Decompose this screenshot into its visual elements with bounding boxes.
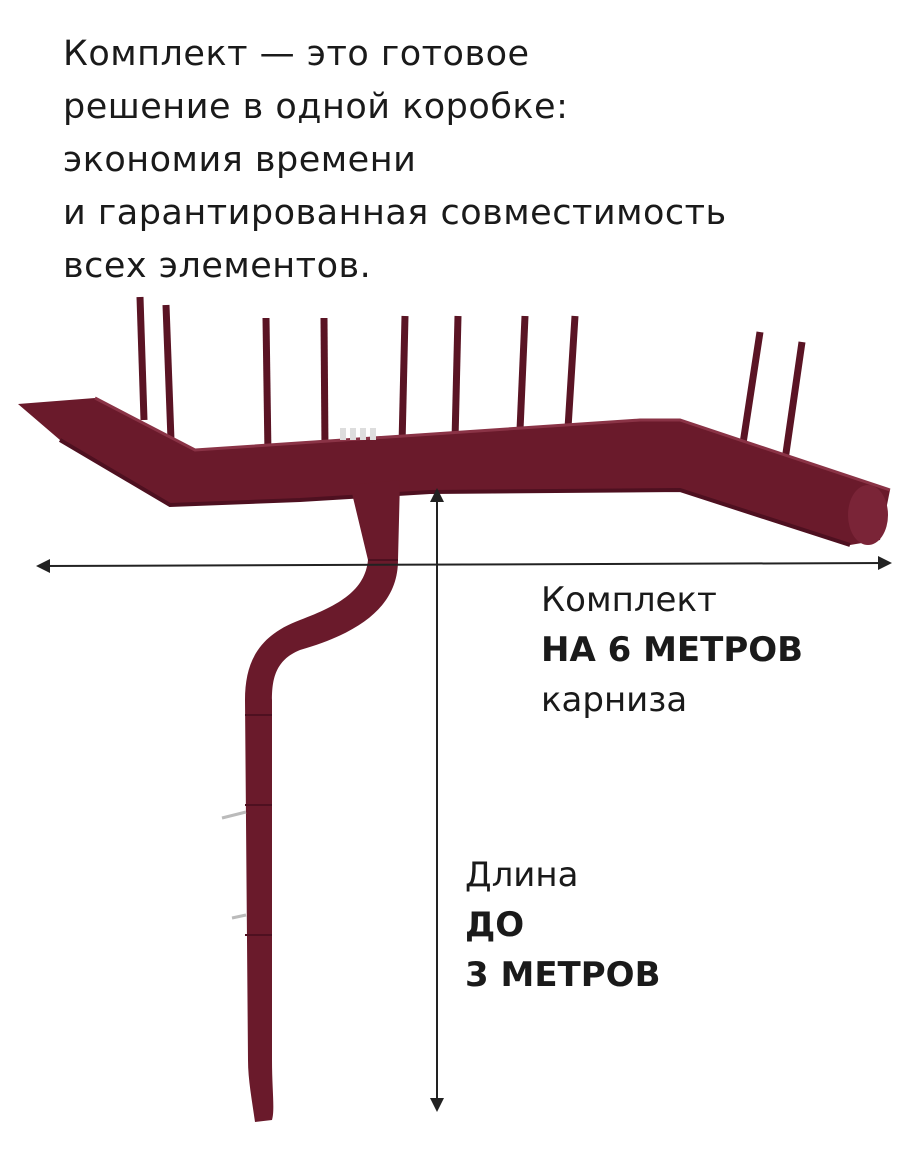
width-label-value: НА 6 МЕТРОВ [541, 630, 804, 670]
intro-text: Комплект — это готовое решение в одной к… [63, 28, 727, 293]
width-label: Комплект НА 6 МЕТРОВ карниза [541, 575, 803, 725]
width-arrow [36, 556, 892, 573]
downpipe [221, 480, 400, 1122]
length-label-value: 3 МЕТРОВ [465, 955, 661, 995]
length-label: Длина ДО 3 МЕТРОВ [465, 850, 660, 1000]
length-label-line1: Длина [465, 855, 579, 895]
intro-line: Комплект — это готовое [63, 34, 530, 74]
intro-line: экономия времени [63, 140, 417, 180]
intro-line: и гарантированная совместимость [63, 193, 727, 233]
intro-line: всех элементов. [63, 246, 372, 286]
width-label-line1: Комплект [541, 580, 717, 620]
gutter-brackets [136, 296, 806, 461]
length-label-line2: ДО [465, 905, 525, 945]
intro-line: решение в одной коробке: [63, 87, 569, 127]
width-label-line3: карниза [541, 680, 688, 720]
length-arrow [430, 488, 444, 1112]
